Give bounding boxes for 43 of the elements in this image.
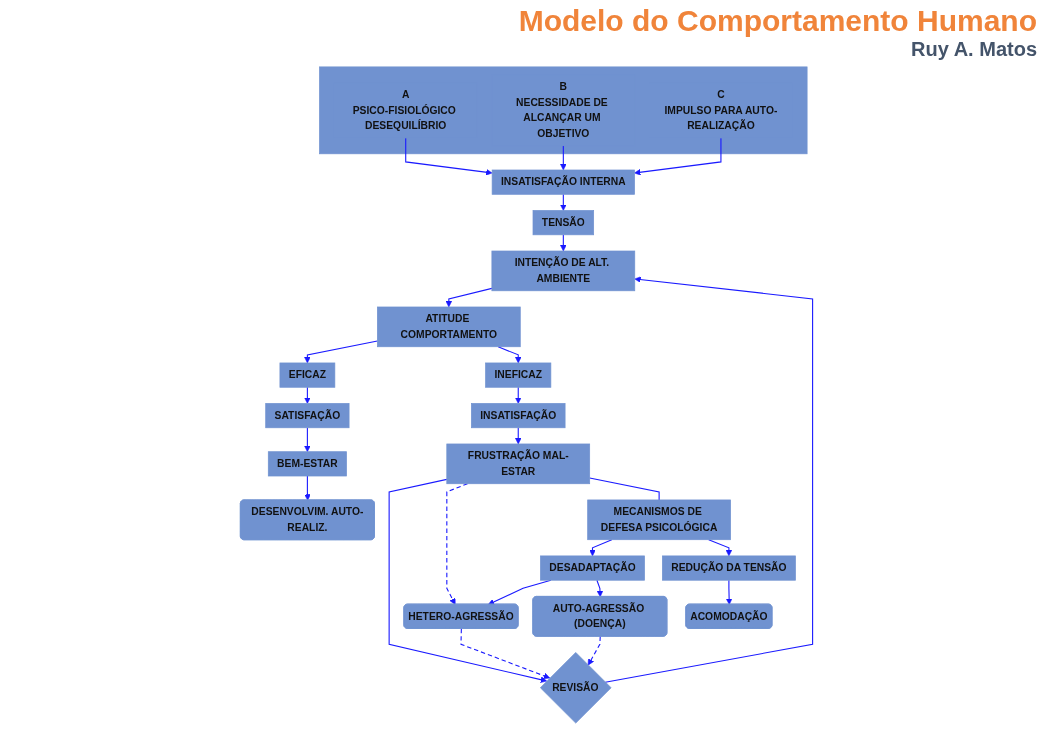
node-box: DESADAPTAÇÃO (540, 555, 645, 581)
node-box: EFICAZ (279, 362, 336, 388)
arrow (634, 137, 722, 176)
cluster (319, 66, 808, 155)
arrow (560, 234, 567, 252)
connector (589, 477, 660, 501)
arrow (725, 579, 733, 605)
arrow (497, 346, 522, 364)
node-box: REDUÇÃO DA TENSÃO (662, 555, 796, 581)
arrow (515, 386, 522, 404)
node-text: B NECESSIDADE DE ALCANÇAR UM OBJETIVO (516, 80, 608, 140)
arrow (560, 145, 567, 171)
node-diamond: REVISÃO (540, 652, 612, 724)
diagram-title: Modelo do Comportamento Humano (518, 4, 1037, 38)
arrow (405, 137, 493, 176)
node-box: ATITUDE COMPORTAMENTO (377, 306, 521, 348)
node-box: MECANISMOS DE DEFESA PSICOLÓGICA (587, 499, 731, 541)
arrow (304, 475, 311, 501)
arrow (304, 340, 378, 364)
node-box: INSATISFAÇÃO (471, 403, 566, 429)
arrow (604, 276, 814, 683)
arrow (304, 427, 311, 452)
node-text: C IMPULSO PARA AUTO-REALIZAÇÃO (664, 88, 778, 132)
arrow (304, 386, 311, 404)
author-name: Ruy A. Matos (911, 38, 1037, 61)
arrow (460, 628, 551, 679)
arrow (388, 478, 547, 683)
arrow (446, 483, 469, 605)
node-box: INEFICAZ (485, 362, 552, 388)
node-box: TENSÃO (532, 210, 595, 236)
node-box: INSATISFAÇÃO INTERNA (491, 169, 635, 195)
arrow (708, 539, 733, 557)
arrow (445, 287, 493, 308)
arrow (560, 193, 567, 211)
node-box: BEM-ESTAR (267, 451, 347, 477)
node-box: FRUSTRAÇÃO MAL-ESTAR (446, 443, 591, 485)
arrow (515, 427, 522, 445)
arrow (589, 539, 613, 557)
arrow (596, 579, 604, 598)
node-text: A PSICO-FISIOLÓGICO DESEQUILÍBRIO (352, 88, 456, 132)
node-box: SATISFAÇÃO (265, 403, 350, 429)
node-box: INTENÇÃO DE ALT. AMBIENTE (491, 250, 636, 292)
arrow (587, 636, 601, 666)
